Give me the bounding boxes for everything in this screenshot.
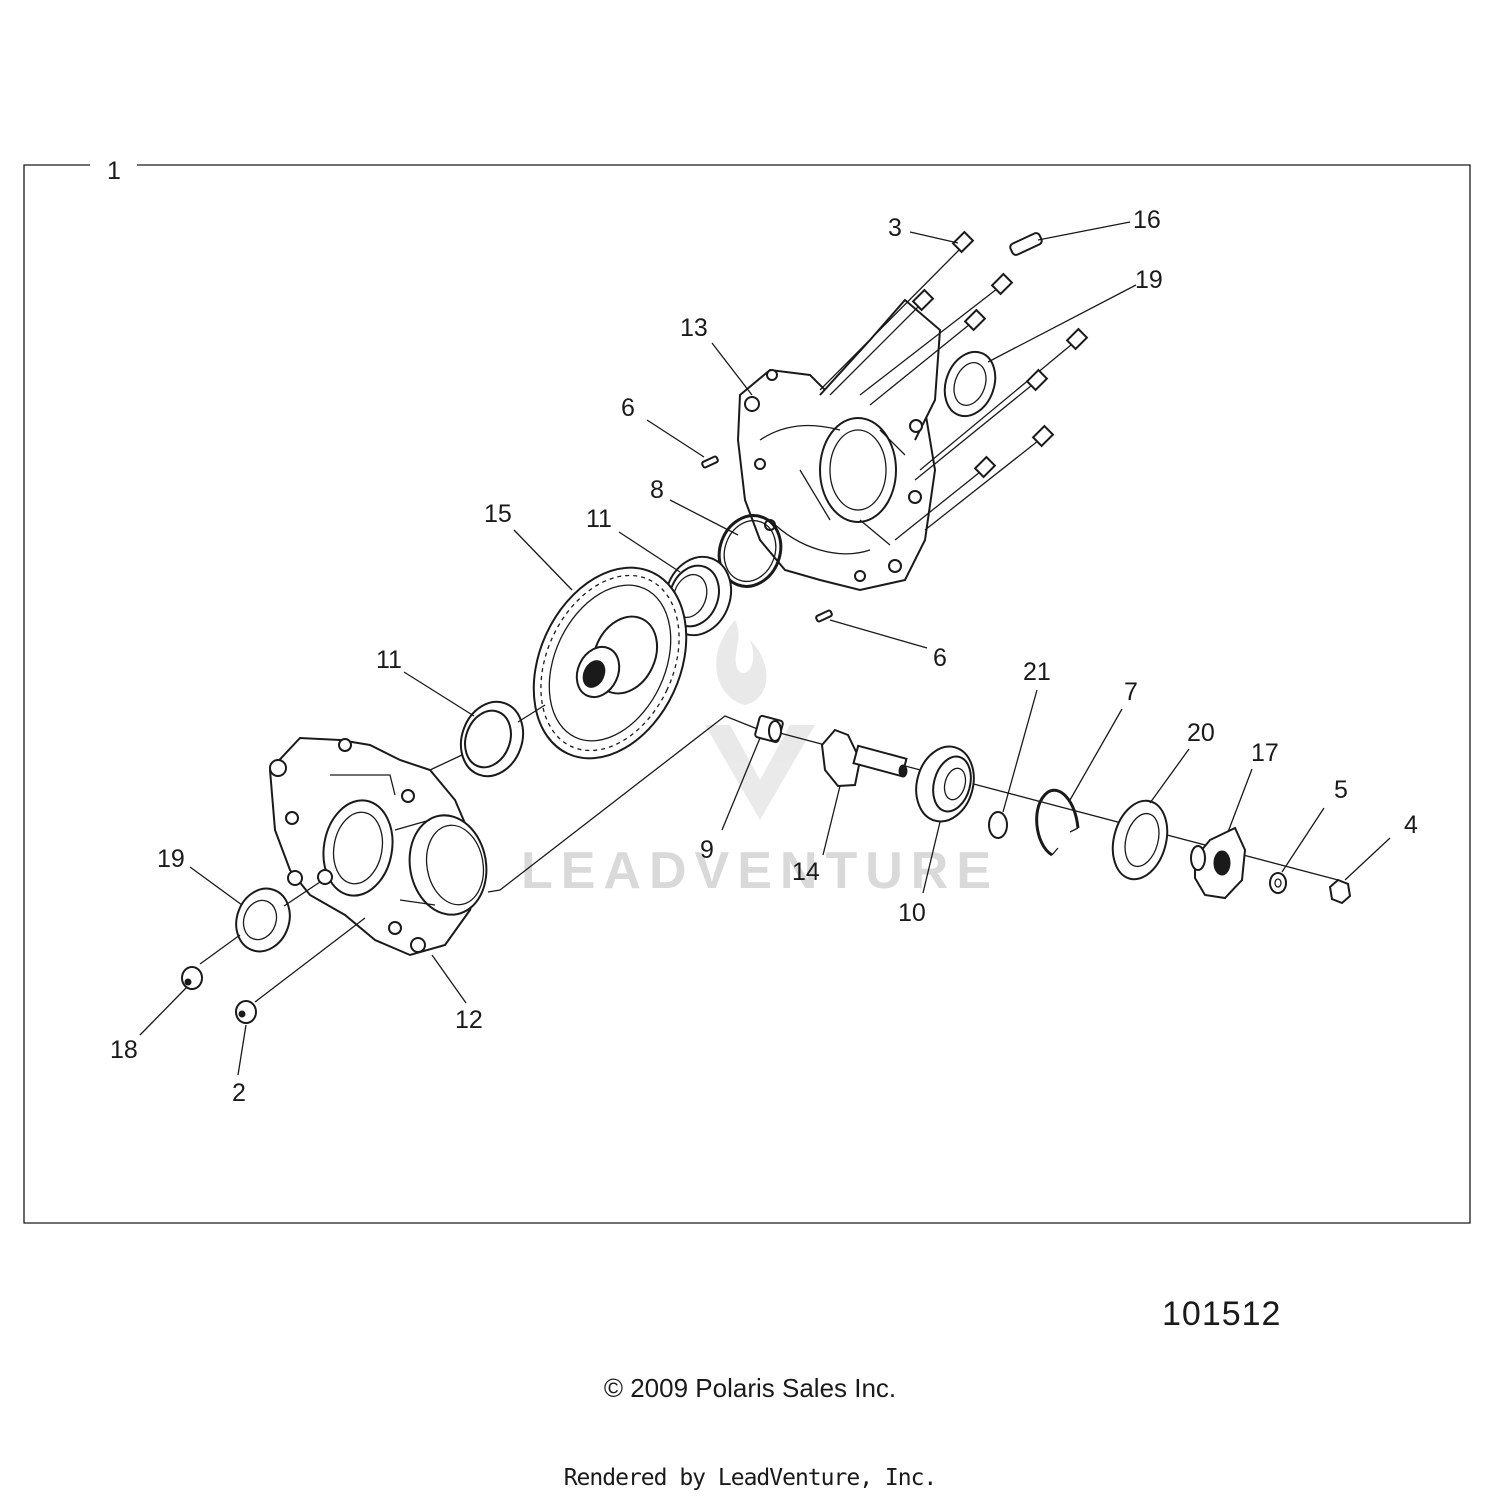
callout-20: 20 — [1187, 719, 1215, 747]
rear-housing-cover — [736, 298, 942, 592]
leader-lines — [139, 221, 1391, 1076]
drawing-number: 101512 — [1162, 1295, 1282, 1333]
lower-oil-seal — [235, 887, 291, 953]
rendered-by-credit: Rendered by LeadVenture, Inc. — [563, 1465, 938, 1491]
callout-2: 2 — [232, 1079, 246, 1107]
watermark-logo — [705, 620, 815, 820]
callout-13: 13 — [680, 314, 708, 342]
callout-3: 3 — [888, 214, 902, 242]
callout-6-lower: 6 — [933, 644, 947, 672]
bushing — [754, 714, 784, 744]
callout-8: 8 — [650, 476, 664, 504]
dowel-pins — [701, 455, 833, 623]
watermark-text: LEADVENTURE — [521, 842, 999, 900]
o-ring-21 — [988, 811, 1008, 839]
callout-21: 21 — [1023, 658, 1051, 686]
callout-15: 15 — [484, 500, 512, 528]
callout-19-lower: 19 — [157, 845, 185, 873]
callout-12: 12 — [455, 1006, 483, 1034]
plug-2 — [235, 1000, 257, 1024]
callout-19-upper: 19 — [1135, 266, 1163, 294]
callout-1: 1 — [107, 157, 121, 185]
pinion-bearing — [915, 745, 975, 823]
callout-5: 5 — [1334, 776, 1348, 804]
callout-11-lower: 11 — [376, 646, 402, 674]
housing-bolts — [819, 230, 1089, 541]
callout-11-upper: 11 — [586, 505, 612, 533]
output-flange — [1190, 826, 1247, 900]
callout-10: 10 — [898, 899, 926, 927]
plug-18 — [181, 966, 203, 990]
callout-4: 4 — [1404, 811, 1418, 839]
washer — [1269, 872, 1287, 894]
callout-16: 16 — [1133, 206, 1161, 234]
callout-14: 14 — [792, 858, 820, 886]
callout-labels: 1 3 16 19 13 6 8 15 11 6 11 21 7 20 17 5… — [107, 157, 1418, 1107]
vent-fitting — [1009, 232, 1043, 256]
callout-6-upper: 6 — [621, 394, 635, 422]
callout-9: 9 — [700, 836, 714, 864]
snap-ring — [1035, 788, 1080, 857]
main-gearcase-housing — [268, 736, 488, 957]
upper-oil-seal — [943, 350, 997, 418]
pinion-gear — [820, 728, 908, 788]
diagram-frame — [23, 164, 1471, 1224]
o-ring-8 — [717, 514, 783, 588]
callout-17: 17 — [1251, 739, 1279, 767]
flange-nut — [1328, 878, 1352, 905]
ring-gear — [532, 566, 688, 760]
callout-7: 7 — [1124, 678, 1138, 706]
lower-bearing — [459, 700, 525, 778]
copyright-notice: © 2009 Polaris Sales Inc. — [603, 1373, 897, 1403]
callout-18: 18 — [110, 1036, 138, 1064]
output-seal — [1111, 799, 1169, 881]
